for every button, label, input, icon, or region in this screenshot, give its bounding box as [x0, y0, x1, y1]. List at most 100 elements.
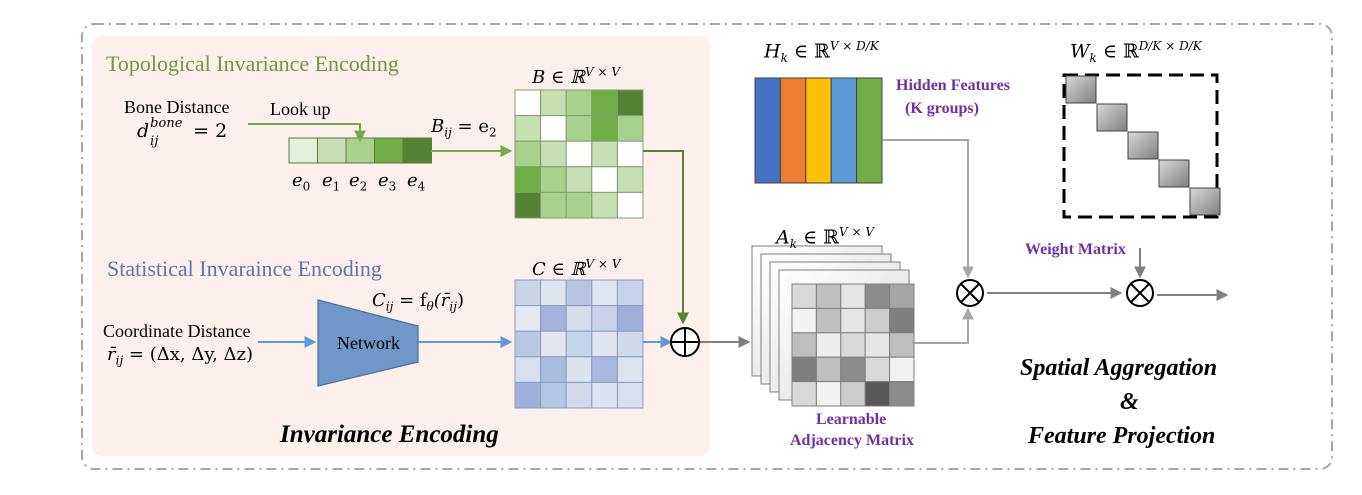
- weight-block: [1127, 131, 1159, 160]
- c-matrix-cell: [514, 330, 542, 358]
- b-matrix-cell: [540, 115, 567, 142]
- sum-operator: [670, 327, 700, 357]
- adjacency-matrix-label: Adjacency Matrix: [790, 432, 914, 449]
- weight-block: [1065, 75, 1097, 104]
- adjacency-cell: [840, 381, 866, 407]
- r-formula: r̄ij = (Δx, Δy, Δz): [107, 344, 254, 368]
- weight-block: [1096, 103, 1128, 132]
- b-matrix-cell: [540, 140, 567, 168]
- c-matrix: [514, 279, 644, 409]
- adjacency-cell: [840, 332, 866, 358]
- b-matrix-cell: [514, 140, 542, 168]
- adjacency-cell: [889, 356, 915, 383]
- b-to-sum-arrow: [643, 150, 689, 325]
- b-matrix-cell: [591, 115, 618, 142]
- b-matrix-cell: [565, 115, 593, 142]
- adjacency-cell: [840, 283, 866, 309]
- hidden-features-label: Hidden Features: [896, 77, 1010, 94]
- adjacency-cell: [840, 356, 866, 383]
- adjacency-cell: [791, 356, 817, 383]
- d-bone-formula: d bone ij = 2: [137, 116, 228, 149]
- adjacency-cell: [815, 283, 842, 309]
- stat-title: Statistical Invaraince Encoding: [107, 256, 382, 281]
- c-matrix-cell: [616, 305, 644, 332]
- adjacency-cell: [815, 356, 842, 383]
- hidden-feature-group: [779, 77, 807, 184]
- c-matrix-cell: [565, 381, 593, 409]
- embedding-cell: [374, 137, 404, 164]
- adjacency-cell: [840, 307, 866, 334]
- hidden-feature-group: [830, 77, 858, 184]
- b-matrix-cell: [514, 89, 542, 117]
- embedding-cell: [317, 137, 347, 164]
- adjacency-cell: [791, 332, 817, 358]
- c-matrix-cell: [514, 381, 542, 409]
- b-matrix-cell: [540, 89, 567, 117]
- c-matrix-cell: [565, 305, 593, 332]
- coord-distance-label: Coordinate Distance: [103, 321, 251, 341]
- embedding-label: e0: [292, 170, 311, 194]
- c-matrix-cell: [565, 356, 593, 383]
- w-label: Wk ∈ ℝD/K × D/K: [1070, 39, 1202, 66]
- c-matrix-cell: [565, 279, 593, 307]
- bij-formula: Bij = e2: [431, 116, 497, 140]
- embedding-label: e3: [378, 170, 397, 194]
- b-matrix-cell: [591, 166, 618, 193]
- b-label: B ∈ ℝV × V: [532, 65, 620, 88]
- c-matrix-cell: [514, 279, 542, 307]
- lookup-arrow: [248, 123, 366, 143]
- c-matrix-cell: [540, 330, 567, 358]
- adjacency-cell: [864, 381, 891, 407]
- c-matrix-cell: [616, 330, 644, 358]
- c-matrix-cell: [514, 305, 542, 332]
- learnable-label: Learnable: [816, 411, 887, 428]
- adjacency-matrix-stack: [751, 245, 915, 407]
- c-matrix-cell: [616, 356, 644, 383]
- b-matrix-cell: [514, 166, 542, 193]
- adjacency-cell: [791, 283, 817, 309]
- weight-block: [1189, 187, 1221, 216]
- hidden-features-block: [754, 77, 883, 184]
- hidden-feature-group: [805, 77, 832, 184]
- cij-formula: Cij = fθ(r̄ij): [372, 290, 465, 314]
- b-matrix-cell: [616, 115, 644, 142]
- a-label: Ak ∈ ℝV × V: [776, 225, 874, 252]
- h-label: Hk ∈ ℝV × D/K: [764, 39, 879, 66]
- weight-matrix-block: [1062, 73, 1221, 219]
- adjacency-cell: [864, 332, 891, 358]
- embedding-cell: [402, 137, 432, 164]
- adjacency-cell: [815, 332, 842, 358]
- weight-block: [1158, 159, 1190, 188]
- adjacency-cell: [815, 381, 842, 407]
- feature-projection-label: Feature Projection: [1028, 423, 1216, 449]
- c-matrix-cell: [591, 305, 618, 332]
- hidden-feature-group: [856, 77, 883, 184]
- embedding-label: e2: [349, 170, 368, 194]
- embedding-label: e1: [322, 170, 341, 194]
- c-matrix-cell: [591, 330, 618, 358]
- c-matrix-cell: [540, 279, 567, 307]
- multiply-operator-1: [956, 279, 984, 307]
- c-matrix-cell: [591, 279, 618, 307]
- embedding-vector: [288, 137, 432, 164]
- c-matrix-cell: [591, 381, 618, 409]
- c-matrix-cell: [565, 330, 593, 358]
- b-matrix-cell: [616, 140, 644, 168]
- embedding-cell: [345, 137, 375, 164]
- adjacency-cell: [864, 356, 891, 383]
- adjacency-cell: [791, 381, 817, 407]
- bone-distance-label: Bone Distance: [124, 97, 230, 117]
- b-matrix-cell: [514, 115, 542, 142]
- ampersand-label: &: [1120, 389, 1139, 415]
- weight-matrix-label: Weight Matrix: [1025, 241, 1126, 258]
- b-matrix-cell: [616, 166, 644, 193]
- hidden-feature-group: [754, 77, 781, 184]
- adjacency-cell: [815, 307, 842, 334]
- adjacency-cell: [889, 381, 915, 407]
- k-groups-label: (K groups): [905, 100, 979, 117]
- c-matrix-cell: [540, 381, 567, 409]
- b-matrix: [514, 89, 644, 219]
- c-matrix-cell: [591, 356, 618, 383]
